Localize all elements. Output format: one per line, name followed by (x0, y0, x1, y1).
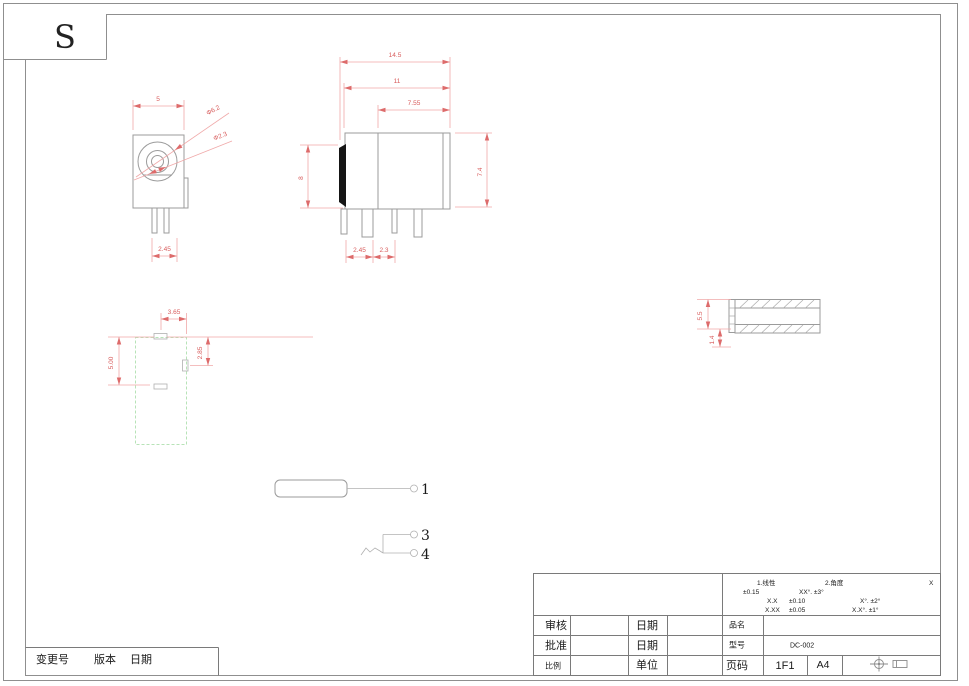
dim-side-back-length: 7.55 (377, 100, 450, 128)
unit-label: 单位 (636, 658, 658, 672)
dim-side-pitch-b-label: 2.3 (379, 247, 388, 254)
dim-dia-inner-label: Φ2.3 (213, 131, 229, 143)
tolerance-notes: 1.线性 2.角度 X ±0.15 XX°. ±3° X.X ±0.10 X°.… (743, 578, 934, 614)
callout-items-3-4: 3 4 (360, 528, 430, 563)
front-view (132, 134, 189, 234)
pad-center (153, 383, 168, 390)
dim-front-pin-pitch: 2.45 (151, 238, 178, 262)
revision-date-label: 日期 (130, 653, 152, 666)
sheet-border (3, 3, 958, 681)
pin-section-view (728, 299, 821, 334)
dim-footprint-row-span: 5.00 (108, 337, 150, 386)
dim-side-pitch-a-label: 2.45 (353, 247, 366, 254)
dim-side-height-label: 8 (298, 176, 305, 180)
tolerance-angle-title: 2.角度 (825, 578, 844, 587)
logo-box: S (4, 10, 107, 60)
page-label: 页码 (726, 659, 748, 672)
dim-pin-tip: 1.4 (709, 329, 731, 348)
tolerance-a1: XX°. ±3° (799, 588, 824, 596)
dim-footprint-pad-span-label: 3.65 (168, 309, 181, 316)
tolerance-l2: ±0.10 (789, 598, 806, 605)
pad-right (182, 359, 189, 372)
review-label: 审核 (545, 618, 567, 632)
dim-side-height-left: 8 (298, 144, 343, 209)
dim-footprint-row-span-label: 5.00 (108, 356, 115, 369)
tolerance-x-header: X (929, 580, 934, 587)
revision-change-no-label: 变更号 (36, 652, 69, 666)
tolerance-a2: X°. ±2° (860, 597, 881, 605)
dim-pin-tip-label: 1.4 (709, 335, 716, 344)
logo-letter: S (54, 18, 76, 56)
pad-top (153, 333, 168, 340)
callout-1-number: 1 (421, 482, 430, 498)
callout-4-number: 4 (421, 547, 430, 563)
page-value: 1F1 (776, 660, 795, 672)
balloon-1 (410, 484, 418, 493)
projection-symbol-icon (870, 656, 908, 672)
dim-side-body-length: 11 (343, 78, 450, 128)
balloon-3 (410, 530, 418, 539)
revision-strip: 变更号 版本 日期 (25, 647, 219, 676)
dim-dia-outer-label: Φ6.2 (205, 104, 221, 117)
revision-version-label: 版本 (94, 652, 116, 666)
sheet-size: A4 (817, 659, 830, 671)
dim-side-height-right: 7.4 (455, 132, 492, 208)
product-name-label: 品名 (729, 620, 745, 630)
dim-pin-dia-label: 5.5 (697, 311, 704, 320)
dim-front-pin-pitch-label: 2.45 (158, 246, 171, 253)
dim-front-width: 5 (132, 96, 185, 130)
date-label-2: 日期 (636, 639, 658, 652)
dim-footprint-pad-span: 3.65 (108, 309, 313, 338)
dim-side-total-length-label: 14.5 (389, 52, 402, 59)
model-label: 型号 (729, 641, 745, 650)
approve-label: 批准 (545, 638, 567, 652)
dim-side-height-right-label: 7.4 (477, 167, 484, 176)
hatch-bottom-band (739, 324, 815, 333)
footprint-view (135, 333, 189, 445)
dim-footprint-pad-offset: 2.85 (190, 337, 213, 366)
scale-label: 比例 (545, 661, 561, 671)
hatch-top-band (739, 299, 815, 308)
tolerance-l1: ±0.15 (743, 589, 760, 596)
tolerance-l3-range: X.XX (765, 607, 780, 614)
dim-side-back-length-label: 7.55 (408, 100, 421, 107)
tolerance-linear-title: 1.线性 (757, 578, 776, 587)
contact-spring (339, 144, 346, 207)
tolerance-l3: ±0.05 (789, 607, 806, 614)
dim-front-width-label: 5 (156, 96, 160, 103)
tolerance-a3: X.X°. ±1° (852, 606, 879, 614)
leader-dia-inner: Φ2.3 (133, 131, 233, 181)
dim-side-pin-pitches: 2.45 2.3 (345, 240, 396, 263)
part-1-outline (274, 479, 348, 498)
part-3-4-outline (360, 547, 381, 556)
dim-pin-dia: 5.5 (697, 299, 731, 330)
tolerance-l2-range: X.X (767, 598, 778, 605)
callout-item-1: 1 (274, 479, 430, 498)
callout-3-number: 3 (421, 528, 430, 544)
dim-footprint-pad-offset-label: 2.85 (197, 346, 204, 359)
date-label-1: 日期 (636, 619, 658, 632)
side-view (339, 132, 451, 238)
dim-side-body-length-label: 11 (394, 78, 401, 85)
dim-side-total-length: 14.5 (339, 52, 451, 140)
model-value: DC-002 (790, 643, 814, 650)
title-block: 1.线性 2.角度 X ±0.15 XX°. ±3° X.X ±0.10 X°.… (533, 573, 941, 676)
balloon-4 (410, 549, 418, 557)
